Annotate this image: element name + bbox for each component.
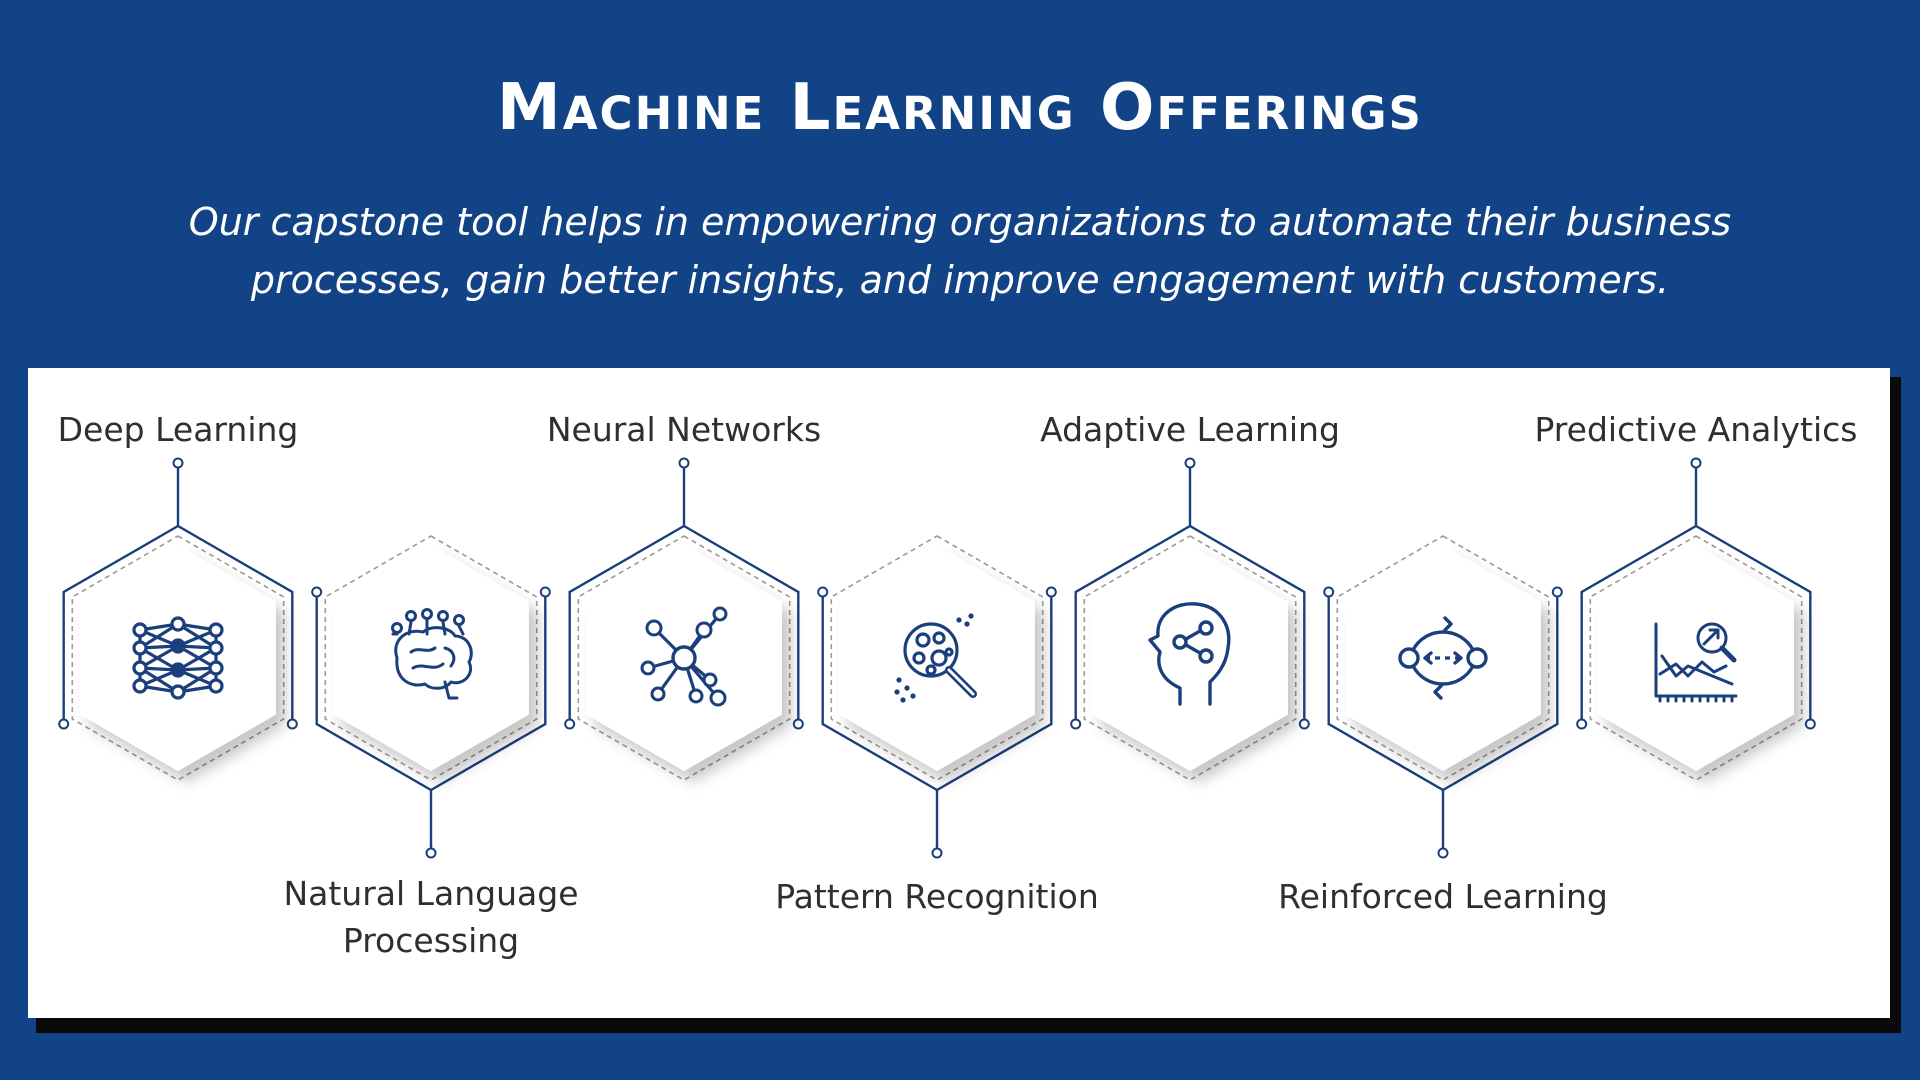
connector-end-dot-4-0 bbox=[1298, 718, 1310, 730]
hexagon-0 bbox=[80, 545, 276, 771]
stem-end-dot-3 bbox=[931, 847, 943, 859]
hexagon-3 bbox=[839, 545, 1035, 771]
icon-layer bbox=[132, 602, 1738, 707]
connector-end-dot-0-0 bbox=[286, 718, 298, 730]
offering-label-5: Reinforced Learning bbox=[1278, 877, 1608, 916]
hexagon-5 bbox=[1345, 545, 1541, 771]
brain-circuit-icon bbox=[391, 608, 473, 700]
chart-analytics-icon bbox=[1654, 622, 1738, 703]
offering-label-6: Predictive Analytics bbox=[1534, 410, 1858, 449]
deep-learning-icon bbox=[132, 616, 224, 700]
connector-end-dot-2-0 bbox=[792, 718, 804, 730]
hexagon-1 bbox=[333, 545, 529, 771]
connector-end-dot-4-1 bbox=[1070, 718, 1082, 730]
connector-end-dot-3-1 bbox=[817, 586, 829, 598]
offering-label-0: Deep Learning bbox=[57, 410, 299, 449]
connector-end-dot-5-0 bbox=[1551, 586, 1563, 598]
stem-end-dot-0 bbox=[172, 457, 184, 469]
stem-end-dot-6 bbox=[1690, 457, 1702, 469]
network-nodes-icon bbox=[640, 606, 728, 707]
page-subtitle: Our capstone tool helps in empowering or… bbox=[188, 200, 1732, 302]
head-share-icon bbox=[1148, 602, 1231, 706]
connector-end-dot-2-1 bbox=[564, 718, 576, 730]
connector-end-dot-3-0 bbox=[1045, 586, 1057, 598]
connector-end-dot-1-1 bbox=[311, 586, 323, 598]
offering-label-3: Pattern Recognition bbox=[775, 877, 1099, 916]
connector-end-dot-0-1 bbox=[58, 718, 70, 730]
stem-end-dot-4 bbox=[1184, 457, 1196, 469]
offering-label-2: Neural Networks bbox=[546, 410, 822, 449]
offering-label-1: Natural Language Processing bbox=[283, 874, 579, 960]
magnifier-pattern-icon bbox=[894, 613, 977, 703]
connector-end-dot-5-1 bbox=[1323, 586, 1335, 598]
connector-end-dot-1-0 bbox=[539, 586, 551, 598]
offering-label-4: Adaptive Learning bbox=[1040, 410, 1340, 449]
connector-layer bbox=[58, 457, 1816, 859]
hexagon-layer bbox=[71, 535, 1803, 781]
hexagon-4 bbox=[1092, 545, 1288, 771]
page-title: Machine Learning Offerings bbox=[497, 71, 1423, 145]
stem-end-dot-5 bbox=[1437, 847, 1449, 859]
cycle-arrows-icon bbox=[1398, 616, 1488, 700]
connector-end-dot-6-0 bbox=[1804, 718, 1816, 730]
connector-end-dot-6-1 bbox=[1576, 718, 1588, 730]
hexagon-6 bbox=[1598, 545, 1794, 771]
stem-end-dot-1 bbox=[425, 847, 437, 859]
stem-end-dot-2 bbox=[678, 457, 690, 469]
